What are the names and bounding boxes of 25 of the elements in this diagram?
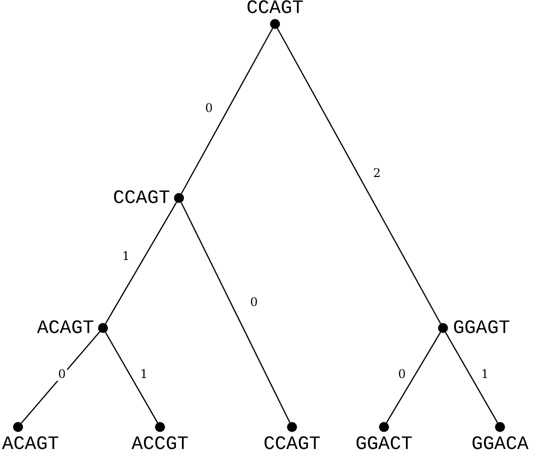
sequence-label: ACAGT [2, 434, 60, 454]
edge-label: 1 [139, 367, 149, 381]
tree-edge [386, 332, 441, 424]
edge-label: 0 [204, 101, 214, 115]
edge-label: 2 [372, 166, 382, 180]
tree-edge [276, 28, 442, 324]
edge-label: 1 [480, 367, 490, 381]
edge-label: 0 [249, 295, 259, 309]
sequence-label: GGACA [472, 434, 529, 454]
sequence-label: ACCGT [132, 434, 189, 454]
edge-label: 0 [57, 367, 67, 381]
sequence-label: CCAGT [112, 188, 170, 208]
tree-edge [180, 202, 290, 423]
sequence-label: GGACT [356, 434, 413, 454]
sequence-label: CCAGT [264, 434, 321, 454]
sequence-label: CCAGT [246, 0, 304, 18]
tree-edge [105, 202, 177, 324]
tree-edge [104, 332, 158, 423]
tree-edge [444, 332, 498, 423]
tree-edge [20, 331, 100, 424]
sequence-label: ACAGT [36, 318, 94, 338]
edge-label: 1 [121, 249, 131, 263]
sequence-label: GGAGT [453, 318, 510, 338]
edge-label: 0 [397, 367, 407, 381]
tree-edge [180, 28, 274, 194]
